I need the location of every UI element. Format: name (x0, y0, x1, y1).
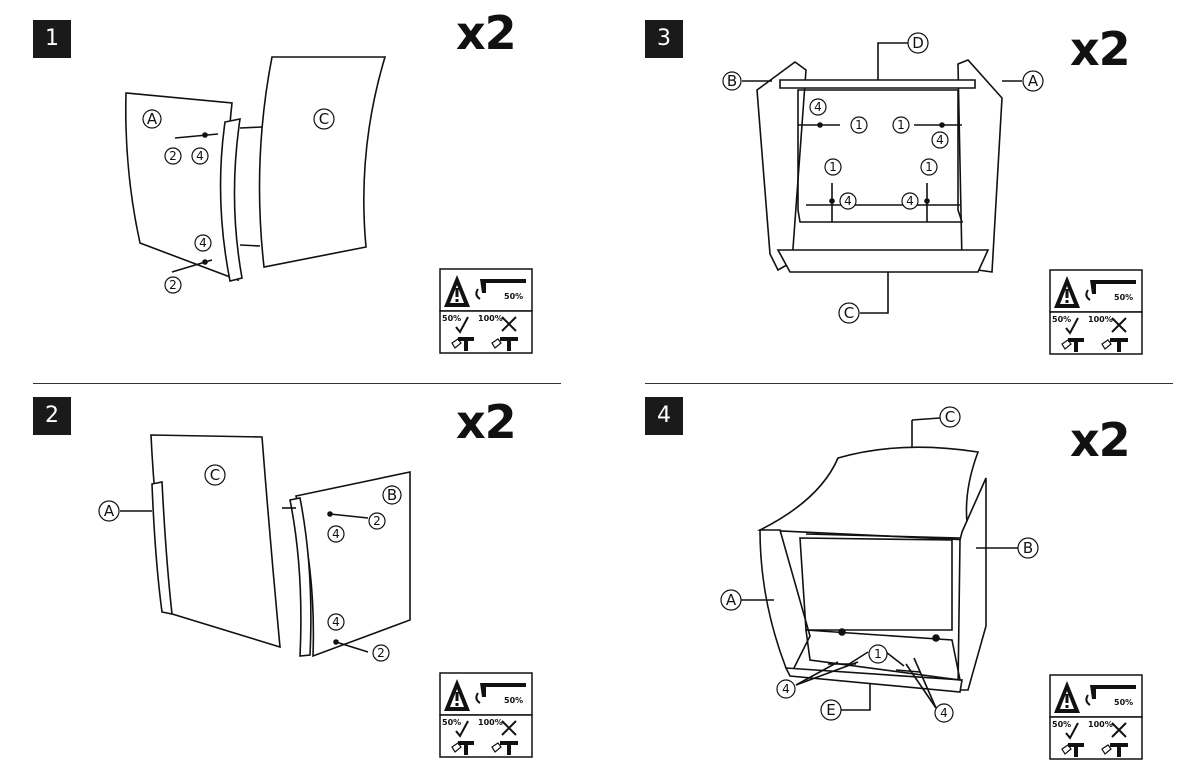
step4-bottom (784, 667, 963, 693)
step4-label-e: E (826, 701, 835, 719)
step3-label-a: A (1028, 72, 1039, 90)
step3-label-bolt-ml: 1 (829, 160, 837, 174)
step-2-callouts (98, 464, 402, 662)
step3-label-cam-tl: 4 (814, 100, 822, 114)
step1-label-c: C (319, 110, 329, 128)
bad-pct-label: 100% (478, 718, 503, 727)
torque-label: 50% (1114, 698, 1133, 707)
step4-label-cam-right: 4 (940, 706, 948, 720)
step3-label-cam-br: 4 (906, 194, 914, 208)
step1-label-cam-top: 4 (196, 149, 204, 163)
step3-label-c: C (844, 304, 854, 322)
step3-label-b: B (727, 72, 737, 90)
step-1-drawing (124, 56, 387, 282)
ok-pct-label: 50% (1052, 315, 1071, 324)
step-4-badge: 4 (645, 397, 683, 435)
step1-label-dowel-bottom: 2 (169, 278, 177, 292)
step1-panel-c (258, 56, 387, 268)
step-3-multiplier: x2 (1070, 22, 1131, 76)
step1-label-a: A (147, 110, 158, 128)
step-3-callouts (722, 32, 1044, 324)
step3-panel-a (957, 59, 1003, 273)
step3-label-cam-tr: 4 (936, 133, 944, 147)
torque-label: 50% (504, 696, 523, 705)
step4-label-cam-left: 4 (782, 682, 790, 696)
step-1-warning-box: 50% 50% 100% (439, 268, 533, 354)
step2-label-dowel-bottom: 2 (377, 646, 385, 660)
ok-pct-label: 50% (1052, 720, 1071, 729)
torque-label: 50% (504, 292, 523, 301)
divider-left (33, 383, 561, 384)
torque-label: 50% (1114, 293, 1133, 302)
step2-label-dowel-top: 2 (373, 514, 381, 528)
step-2-warning-box: 50% 50% 100% (439, 672, 533, 758)
step4-inner (799, 537, 953, 631)
bad-pct-label: 100% (1088, 315, 1113, 324)
bad-pct-label: 100% (1088, 720, 1113, 729)
step1-label-dowel-top: 2 (169, 149, 177, 163)
step2-label-c: C (210, 466, 220, 484)
step4-panel-a (759, 529, 811, 674)
divider-right (645, 383, 1173, 384)
step3-panel-d (779, 79, 976, 89)
step3-label-bolt-tl: 1 (855, 118, 863, 132)
ok-pct-label: 50% (442, 718, 461, 727)
step-3-drawing (742, 42, 1022, 314)
step2-label-cam-bottom: 4 (332, 615, 340, 629)
step3-label-bolt-tr: 1 (897, 118, 905, 132)
step2-panel-b-edge (289, 497, 312, 657)
step-3-badge: 3 (645, 20, 683, 58)
step-1-multiplier: x2 (456, 6, 517, 60)
step2-label-cam-top: 4 (332, 527, 340, 541)
step4-label-a: A (726, 591, 737, 609)
step-1-callouts (142, 108, 335, 294)
step4-label-c: C (945, 408, 955, 426)
step4-label-b: B (1023, 539, 1033, 557)
step-2-drawing (120, 434, 411, 658)
step1-label-cam-bottom: 4 (199, 236, 207, 250)
step3-panel-c (776, 249, 990, 273)
step-4-drawing (740, 417, 1020, 711)
step2-label-b: B (387, 486, 397, 504)
ok-pct-label: 50% (442, 314, 461, 323)
step2-label-a: A (104, 502, 115, 520)
step-4-multiplier: x2 (1070, 413, 1131, 467)
step3-inner-frame (797, 89, 964, 223)
step-2-badge: 2 (33, 397, 71, 435)
step4-label-bolt: 1 (874, 647, 882, 661)
bad-pct-label: 100% (478, 314, 503, 323)
step-4-warning-box: 50% 50% 100% (1049, 674, 1143, 760)
step-4-callouts (720, 406, 1039, 723)
step-2-multiplier: x2 (456, 395, 517, 449)
step-3-warning-box: 50% 50% 100% (1049, 269, 1143, 355)
step3-label-cam-bl: 4 (844, 194, 852, 208)
step4-panel-c (756, 446, 980, 541)
step1-panel-a-edge (219, 117, 243, 282)
step3-label-bolt-mr: 1 (925, 160, 933, 174)
step4-panel-b (957, 477, 987, 691)
step3-label-d: D (912, 34, 924, 52)
step-1-badge: 1 (33, 20, 71, 58)
step2-panel-a-edge (151, 481, 173, 615)
